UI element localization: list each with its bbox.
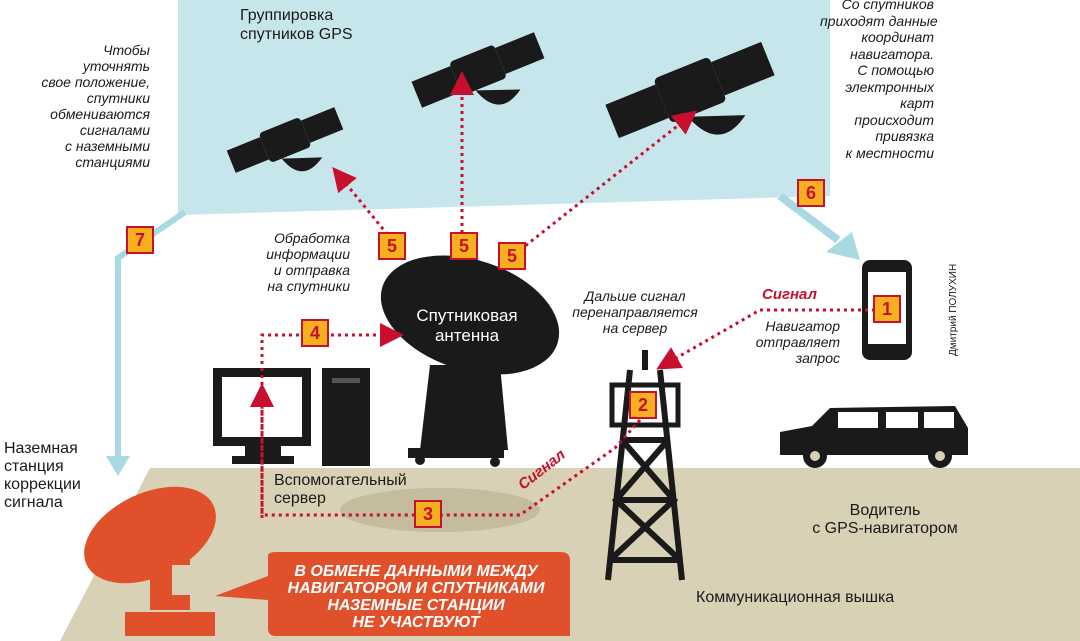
author-credit: Дмитрий ПОЛУХИН bbox=[948, 263, 959, 356]
ground-station-dish-icon bbox=[84, 486, 216, 636]
tower-label: Коммуникационная вышка bbox=[696, 589, 895, 606]
relay-note: Дальше сигнал перенаправляется на сервер bbox=[572, 288, 698, 336]
processing-note: Обработка информации и отправка на спутн… bbox=[266, 230, 350, 294]
satellite-icon bbox=[605, 41, 775, 139]
callout-text: В ОБМЕНЕ ДАННЫМИ МЕЖДУ НАВИГАТОРОМ И СПУ… bbox=[287, 563, 545, 631]
signal-label-top: Сигнал bbox=[762, 286, 817, 303]
car-icon bbox=[780, 406, 968, 468]
step-badge-1: 1 bbox=[873, 295, 901, 323]
right-note: Со спутников приходят данные координат н… bbox=[820, 0, 938, 161]
satellite-antenna-icon bbox=[380, 255, 560, 467]
step-badge-6: 6 bbox=[797, 179, 825, 207]
step-badge-3: 3 bbox=[414, 500, 442, 528]
antenna-label: Спутниковая антенна bbox=[416, 306, 518, 345]
satellite-icon bbox=[226, 107, 344, 173]
server-tower-icon bbox=[322, 368, 370, 466]
left-note: Чтобы уточнять свое положение, спутники … bbox=[41, 42, 150, 170]
callout-bubble bbox=[215, 552, 570, 636]
step-badge-4: 4 bbox=[301, 319, 329, 347]
communication-tower-icon bbox=[605, 350, 685, 581]
step-badge-5b: 5 bbox=[450, 232, 478, 260]
ground-station-label: Наземная станция коррекции сигнала bbox=[4, 440, 81, 511]
satellite-group-title: Группировка спутников GPS bbox=[240, 7, 353, 44]
step-badge-5a: 5 bbox=[378, 232, 406, 260]
arrow-6 bbox=[777, 192, 841, 244]
signal-paths bbox=[250, 71, 875, 518]
arrow-7-head bbox=[106, 456, 130, 476]
arrow-7 bbox=[115, 209, 187, 456]
step-badge-7: 7 bbox=[126, 226, 154, 254]
sky-panel bbox=[178, 0, 830, 215]
driver-label: Водитель с GPS-навигатором bbox=[812, 502, 958, 537]
server-label: Вспомогательный сервер bbox=[274, 472, 407, 507]
step-badge-2: 2 bbox=[629, 391, 657, 419]
step-badge-5c: 5 bbox=[498, 242, 526, 270]
navigator-note: Навигатор отправляет запрос bbox=[755, 318, 840, 366]
server-slot bbox=[332, 378, 360, 383]
arrow-6-head bbox=[826, 232, 860, 260]
